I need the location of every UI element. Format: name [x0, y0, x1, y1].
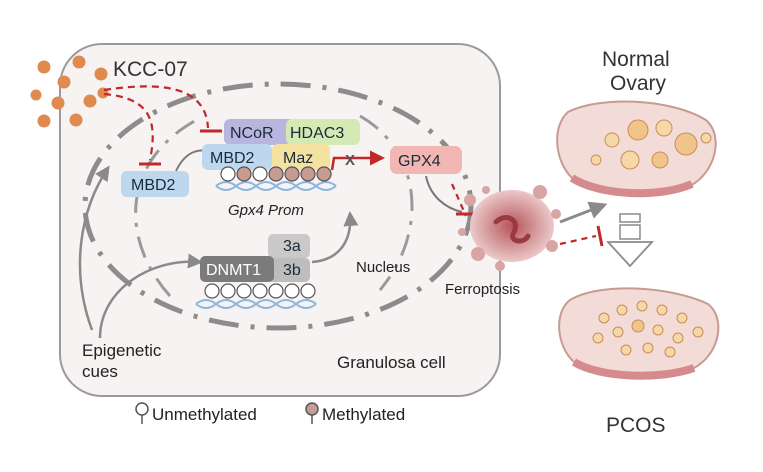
- legend-methylated-marker: [305, 402, 319, 416]
- dnmt-cpg-beads: [204, 283, 316, 299]
- transcription-blocked-arrow: [330, 150, 385, 171]
- promoter-label: Gpx4 Prom: [228, 202, 304, 219]
- maz-box: [272, 144, 330, 170]
- kcc-inhibit-ncor: [103, 85, 210, 129]
- hdac3-label: HDAC3: [290, 125, 344, 142]
- dnmt3b-box: [268, 258, 310, 282]
- ferroptosis-label: Ferroptosis: [445, 281, 520, 298]
- ferroptosis-to-pcos-arrow: [559, 201, 608, 224]
- dnmt1-box: [200, 256, 274, 282]
- legend-unmethylated-label: Unmethylated: [152, 405, 257, 424]
- ferroptosis-cell: [458, 185, 561, 271]
- normal-label-1: Normal: [602, 48, 670, 71]
- promoter-cpg-beads: [220, 166, 332, 182]
- epigenetic-label-2: cues: [82, 362, 118, 381]
- epigenetic-arrow-right: [98, 253, 203, 339]
- legend-unmethylated-marker: [135, 402, 149, 416]
- kcc-inhibit-mbd2: [103, 92, 154, 161]
- hdac3-box: [286, 119, 360, 145]
- dnmt3a-box: [268, 234, 310, 258]
- granulosa-label: Granulosa cell: [337, 353, 446, 372]
- unmethylated-dna: [195, 299, 317, 309]
- pcos-label: PCOS: [606, 414, 666, 437]
- dnmt3b-label: 3b: [283, 262, 301, 279]
- mbd2-free-label: MBD2: [131, 177, 176, 194]
- mbd2-bound-label: MBD2: [210, 150, 255, 167]
- normal-label-2: Ovary: [610, 72, 667, 95]
- gpx4-box: [390, 146, 462, 174]
- inhibit-bar-normal: [596, 225, 604, 247]
- normal-to-pcos-arrow: [605, 213, 655, 268]
- gpx4-to-ferroptosis: [425, 175, 463, 213]
- legend: Unmethylated Methylated: [135, 402, 405, 424]
- nucleus-cycle-arc-right: [359, 114, 414, 291]
- normal-ovary: [556, 100, 717, 198]
- nucleus-cycle-arc: [134, 116, 201, 297]
- ncor-box: [224, 119, 296, 145]
- ferroptosis-inhibit-normal: [559, 234, 597, 246]
- epigenetic-arrow-left: [78, 165, 110, 331]
- arrow-to-promoter: [311, 211, 359, 264]
- mbd2-bound-box: [202, 144, 272, 170]
- kcc07-label: KCC-07: [113, 58, 188, 81]
- maz-label: Maz: [283, 150, 313, 167]
- ncor-label: NCoR: [230, 125, 274, 142]
- gpx4-label: GPX4: [398, 153, 441, 170]
- legend-methylated-label: Methylated: [322, 405, 405, 424]
- mbd2-free-box: [121, 171, 189, 197]
- dnmt3a-label: 3a: [283, 238, 301, 255]
- gpx4-promoter-dna: [215, 181, 337, 191]
- gpx4-inhibit-ferroptosis: [450, 183, 468, 217]
- block-x-mark: X: [345, 152, 355, 169]
- epigenetic-label-1: Epigenetic: [82, 341, 162, 360]
- pcos-ovary: [558, 287, 720, 380]
- nucleus-outline: [82, 81, 474, 331]
- dnmt1-label: DNMT1: [206, 262, 261, 279]
- nucleus-label: Nucleus: [356, 259, 410, 276]
